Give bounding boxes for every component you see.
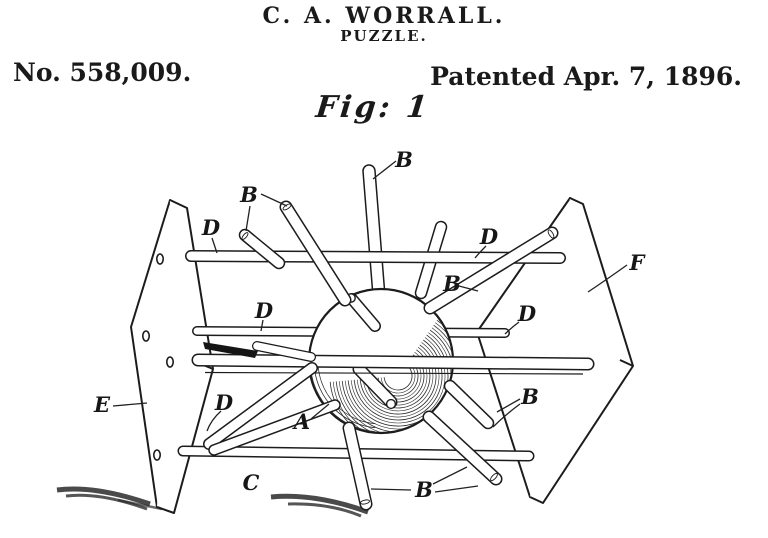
leader-lines-shape [458, 285, 479, 292]
leader-lines [112, 160, 628, 493]
end-plate-e [130, 199, 214, 514]
ground-shadow-left-shape [56, 486, 151, 507]
rod-b-lower-left-2 [208, 399, 341, 456]
rail-d-middle-front [191, 353, 595, 375]
rod-b-upper-left-stub-shape [240, 230, 284, 268]
part-label-C: C [243, 470, 260, 495]
rod-b-lower-left-shape [204, 363, 317, 449]
rod-b-left-shaded-shape [203, 342, 258, 358]
rail-d-middle-front-shape [204, 371, 584, 375]
plate-hole [153, 449, 162, 461]
part-label-D: D [254, 298, 274, 323]
part-label-B: B [520, 384, 539, 409]
leader-lines-shape [260, 319, 264, 332]
plate-hole [166, 356, 175, 368]
part-label-B: B [394, 147, 413, 172]
rod-b-lower-right-stub [443, 379, 495, 430]
ground-shadow-left [56, 486, 163, 511]
rod-tip-ends-shape [490, 472, 498, 482]
leader-lines-shape [432, 466, 468, 485]
rod-b-lower-right-stub-shape [445, 381, 493, 428]
invention-title: PUZZLE. [340, 27, 428, 45]
leader-lines-shape [474, 245, 487, 259]
rail-d-top [185, 250, 566, 264]
inventor-name: C. A. WORRALL. [262, 3, 506, 29]
ball-shading-shape [332, 322, 452, 432]
rod-b-lower-left [203, 362, 318, 450]
rail-d-top-shape [186, 251, 565, 263]
leader-lines-shape [434, 485, 479, 493]
end-plate-f-shape [619, 359, 634, 367]
leader-lines-shape [245, 205, 251, 232]
rod-b-vertical-top-shape [363, 165, 385, 302]
rod-b-upper-left-long-shape [281, 202, 350, 305]
leader-lines-shape [206, 410, 222, 432]
rod-b-vertical-top [362, 164, 386, 303]
rod-b-upper-right-long-shape [425, 228, 557, 313]
part-label-B: B [414, 477, 433, 502]
leader-lines-shape [112, 402, 148, 407]
ground-shadow-left-shape [65, 493, 148, 511]
rod-b-left-shaded [203, 341, 316, 362]
rod-tip-ends-shape [547, 229, 555, 239]
part-label-A: A [292, 409, 310, 434]
patent-number: No. 558,009. [13, 58, 192, 87]
rod-b-left-shaded-shape [253, 342, 315, 361]
rod-b-upper-right-long [423, 226, 559, 315]
rod-b-upper-left-long [279, 200, 352, 307]
rod-b-lower-right-long [422, 410, 503, 486]
rail-d-middle-front-shape [193, 355, 593, 369]
part-label-E: E [93, 392, 111, 417]
rod-b-inner-upper-shape [347, 294, 380, 331]
patent-date: Patented Apr. 7, 1896. [430, 62, 742, 91]
ball-shading-shape [383, 364, 413, 391]
rod-b-front-of-ball-shape [354, 364, 396, 407]
plate-hole [156, 253, 165, 265]
end-plate-f [476, 197, 634, 504]
rod-b-lower-right-long-shape [424, 412, 501, 484]
rod-b-vertical-bottom [342, 421, 373, 511]
leader-lines-shape [492, 403, 521, 428]
rod-tip-ends-shape [241, 232, 249, 240]
leader-lines-shape [504, 321, 520, 335]
rod-b-vertical-bottom-shape [344, 423, 371, 509]
rod-tip-ends-shape [360, 499, 370, 505]
part-label-F: F [629, 250, 647, 275]
ground-shadow-left-shape [117, 498, 163, 511]
leader-lines-shape [211, 237, 218, 254]
ground-shadow-center-shape [287, 502, 362, 518]
leader-lines-shape [260, 193, 288, 207]
part-label-D: D [214, 390, 234, 415]
rod-b-upper-left-stub [238, 228, 286, 270]
rod-hole [385, 398, 397, 410]
part-label-D: D [201, 215, 221, 240]
plate-hole [142, 330, 151, 342]
leader-lines-shape [310, 403, 330, 420]
leader-lines-shape [370, 488, 412, 491]
rod-b-lower-left-2-shape [209, 400, 340, 455]
part-label-B: B [239, 182, 258, 207]
part-label-D: D [517, 301, 537, 326]
ground-shadow-center-shape [270, 493, 369, 515]
ball-shading-shape [329, 319, 452, 432]
leader-lines-shape [372, 160, 397, 180]
ground-shadow-center [270, 493, 369, 518]
rod-b-front-of-ball [352, 362, 398, 409]
leader-lines-shape [587, 264, 628, 293]
part-label-B: B [442, 271, 461, 296]
part-label-D: D [479, 224, 499, 249]
leader-lines-shape [496, 398, 521, 413]
